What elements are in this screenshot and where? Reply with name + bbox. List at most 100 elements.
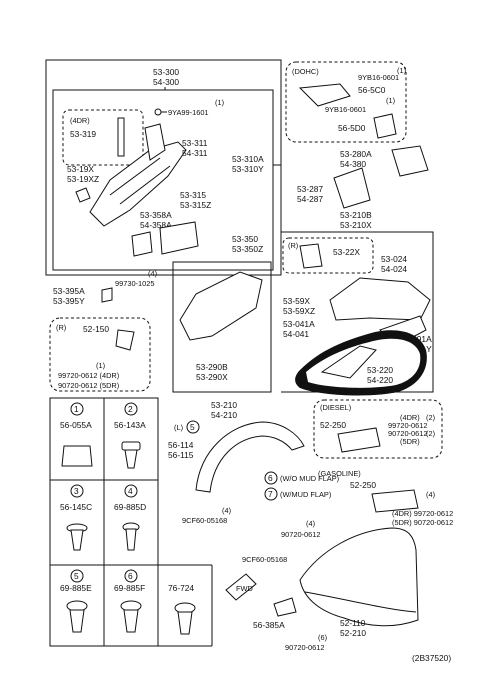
label-56-5d0: 56-5D0 — [338, 123, 366, 133]
clip-5: 5 69-885E — [60, 569, 92, 633]
4dr-note-box — [62, 109, 144, 166]
label-53-290b: 53-290B — [196, 362, 228, 372]
label-53-290x: 53-290X — [196, 372, 228, 382]
clip-4-num: 4 — [128, 486, 133, 496]
liner-side-note: (L) — [174, 423, 183, 432]
panel-350-part — [179, 271, 263, 341]
qty-99730: (4) — [148, 269, 157, 278]
label-53-024: 53-024 — [381, 254, 407, 264]
label-53-19xz: 53-19XZ — [67, 174, 99, 184]
inner-rail-frame — [52, 89, 274, 271]
liner-note-w-mud: (W/MUD FLAP) — [280, 490, 331, 499]
dohc-qty-2: (1) — [386, 96, 395, 105]
fwd-label: FWD — [236, 584, 253, 593]
label-9cf60-05168-b: 9CF60-05168 — [242, 555, 287, 564]
label-53-19x: 53-19X — [67, 164, 94, 174]
part-52-150-shape — [115, 329, 135, 351]
clip-2-part: 56-143A — [114, 420, 146, 430]
label-53-358a: 53-358A — [140, 210, 172, 220]
mud-guard-part — [273, 597, 297, 617]
front-rail-part — [89, 141, 187, 227]
label-53-041a: 53-041A — [283, 319, 315, 329]
label-53-22x: 53-22X — [333, 247, 360, 257]
qty-9ya99: (1) — [215, 98, 224, 107]
label-53-310y: 53-310Y — [232, 164, 264, 174]
diesel-bolt-5dr: (5DR) — [400, 437, 420, 446]
label-53-300: 53-300 — [153, 67, 179, 77]
front-fender-part — [299, 527, 419, 627]
dohc-bracket-a — [298, 83, 351, 107]
diesel-bolt-99720: 99720-0612 — [388, 421, 427, 430]
bracket-358-part — [131, 231, 153, 257]
label-54-380: 54-380 — [340, 159, 366, 169]
r-box — [49, 317, 151, 392]
label-53-210: 53-210 — [211, 400, 237, 410]
label-53-315z: 53-315Z — [180, 200, 211, 210]
gasoline-title: (GASOLINE) — [318, 469, 361, 478]
label-99730-1025: 99730-1025 — [115, 279, 154, 288]
clip-4-part: 69-885D — [114, 502, 146, 512]
dohc-qty-1: (1) — [397, 66, 406, 75]
r-box-title: (R) — [56, 323, 66, 332]
note-4dr: (4DR) — [70, 116, 90, 125]
diagram-id: (2B37520) — [412, 653, 451, 663]
apron-r-box — [282, 237, 374, 274]
bracket-280-part — [391, 145, 429, 177]
diesel-bolt-4dr: (4DR) — [400, 413, 420, 422]
gasoline-qty: (4) — [426, 490, 435, 499]
clip-6-num: 6 — [128, 571, 133, 581]
apron-r-note: (R) — [288, 241, 298, 250]
liner-bolt3-qty: (4) — [306, 519, 315, 528]
r-box-bolt-5dr: 90720-0612 (5DR) — [58, 381, 119, 390]
label-53-280a: 53-280A — [340, 149, 372, 159]
label-52-250-diesel: 52-250 — [320, 420, 346, 430]
label-9yb16-0601-a: 9YB16-0601 — [358, 73, 399, 82]
clip-7-part: 76-724 — [168, 583, 194, 593]
diesel-qty-a: (2) — [426, 413, 435, 422]
wheel-liner-part — [195, 421, 305, 493]
clip-395-part — [101, 287, 113, 303]
label-56-385a: 56-385A — [253, 620, 285, 630]
label-53-395y: 53-395Y — [53, 296, 85, 306]
label-53-59x: 53-59X — [283, 296, 310, 306]
label-53-210x: 53-210X — [340, 220, 372, 230]
clip-5-part: 69-885E — [60, 583, 92, 593]
part-220-shape — [320, 345, 377, 379]
clip-3: 3 56-145C — [60, 484, 92, 551]
bolt-icon — [154, 108, 162, 116]
fwd-arrow — [225, 573, 257, 601]
dohc-bracket-b — [373, 113, 397, 139]
label-52-210: 52-210 — [340, 628, 366, 638]
clip-4: 4 69-885D — [114, 484, 146, 551]
label-53-287: 53-287 — [297, 184, 323, 194]
main-assembly-frame — [45, 59, 282, 276]
label-53-59xz: 53-59XZ — [283, 306, 315, 316]
clip-2: 2 56-143A — [114, 402, 146, 469]
liner-bolt-qty: (4) — [222, 506, 231, 515]
clip-3-part: 56-145C — [60, 502, 92, 512]
r-box-qty: (1) — [96, 361, 105, 370]
label-54-358a: 54-358A — [140, 220, 172, 230]
dohc-box — [285, 61, 407, 143]
clip-3-num: 3 — [74, 486, 79, 496]
label-53-350z: 53-350Z — [232, 244, 263, 254]
diesel-bolt-90720: 90720-0612 — [388, 429, 427, 438]
clip-2-num: 2 — [128, 404, 133, 414]
label-54-024: 54-024 — [381, 264, 407, 274]
label-53-395a: 53-395A — [53, 286, 85, 296]
label-52-110: 52-110 — [340, 618, 366, 628]
label-54-287: 54-287 — [297, 194, 323, 204]
liner-note-wo-mud: (W/O MUD FLAP) — [280, 474, 339, 483]
rail-bracket-part — [144, 123, 166, 161]
diesel-bracket-part — [337, 427, 381, 453]
label-53-310a: 53-310A — [232, 154, 264, 164]
label-9cf60-05168-a: 9CF60-05168 — [182, 516, 227, 525]
label-54-311: 54-311 — [182, 148, 208, 158]
label-90720-0612-liner: 90720-0612 — [281, 530, 320, 539]
clip-6: 6 69-885F — [114, 569, 145, 633]
panel-350-frame — [172, 261, 272, 393]
gasoline-bolt-5dr: (5DR) 90720-0612 — [392, 518, 453, 527]
label-53-315: 53-315 — [180, 190, 206, 200]
clip-1: 1 56-055A — [60, 402, 93, 467]
